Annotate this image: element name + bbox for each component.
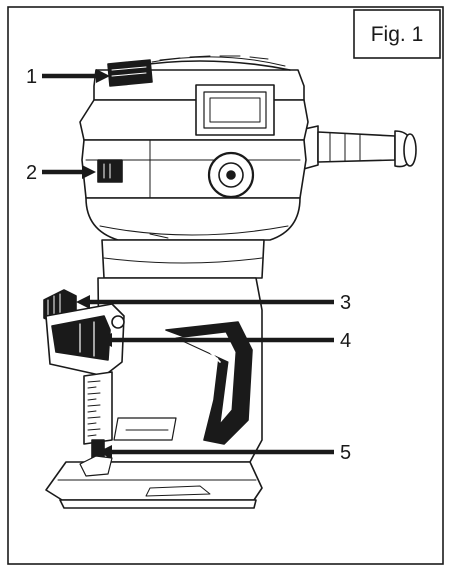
callout-number-2: 2 <box>26 162 37 184</box>
leader-arrow-2 <box>82 165 96 179</box>
depth-adjust-assembly <box>43 289 125 467</box>
figure-caption: Fig. 1 <box>371 23 424 46</box>
callout-number-1: 1 <box>26 66 37 88</box>
leader-arrow-3 <box>76 295 90 309</box>
figure-caption-box: Fig. 1 <box>353 9 441 59</box>
leader-arrow-1 <box>96 69 110 83</box>
callout-number-5: 5 <box>340 442 351 464</box>
callout-number-3: 3 <box>340 292 351 314</box>
leader-arrow-4 <box>98 333 112 347</box>
leader-arrow-5 <box>98 445 112 459</box>
motor-collar <box>85 197 301 241</box>
callout-numbers: 1 2 3 4 5 <box>26 66 351 464</box>
callout-leaders <box>42 69 334 459</box>
motor-housing <box>79 84 309 199</box>
router-illustration <box>43 55 417 509</box>
motor-neck <box>101 239 265 279</box>
base-plate <box>45 455 263 509</box>
base-housing <box>97 277 263 474</box>
callout-number-4: 4 <box>340 330 351 352</box>
